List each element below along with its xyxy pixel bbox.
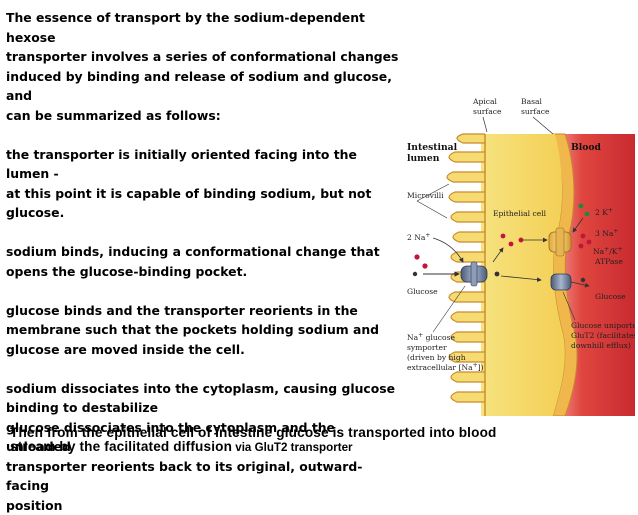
intestinal-lumen-label: Intestinal <box>407 142 458 153</box>
symporter-pointer <box>433 286 465 332</box>
paragraph-step-2: sodium binds, inducing a conformational … <box>6 242 401 281</box>
atpase-label-2: ATPase <box>594 257 623 266</box>
epithelial-cell-body <box>481 134 565 416</box>
paragraph-intro: The essence of transport by the sodium-d… <box>6 8 401 125</box>
paragraph-step-1: the transporter is initially oriented fa… <box>6 145 401 223</box>
glucose-molecule <box>495 272 500 277</box>
text-line: induced by binding and release of sodium… <box>6 67 401 106</box>
sodium-ion <box>501 234 506 239</box>
sodium-ion <box>509 242 514 247</box>
basal-surface-label-2: surface <box>521 107 550 116</box>
intestinal-lumen-label-2: lumen <box>407 153 440 164</box>
text-line: binding to destabilize <box>6 398 401 418</box>
sodium-in-label: 2 Na+ <box>407 232 430 242</box>
text-line: position <box>6 496 401 515</box>
text-line: the transporter is initially oriented fa… <box>6 145 401 184</box>
text-line: can be summarized as follows: <box>6 106 401 126</box>
footer-line-2: stream by the facilitated diffusion via … <box>10 440 630 455</box>
glucose-in-label: Glucose <box>407 287 438 296</box>
sodium-ion <box>587 240 592 245</box>
sodium-ion <box>422 263 427 268</box>
potassium-ion <box>585 212 590 217</box>
sodium-ion <box>414 254 419 259</box>
paragraph-step-4: sodium dissociates into the cytoplasm, c… <box>6 379 401 418</box>
microvilli-pointer-2 <box>417 201 447 218</box>
epithelial-cell-label: Epithelial cell <box>493 209 547 218</box>
text-line: transporter reorients back to its origin… <box>6 457 401 496</box>
apical-surface-label: Apical <box>472 97 498 106</box>
glucose-molecule <box>413 272 417 276</box>
footer-text: Then from the epithelial cell of intesti… <box>10 426 630 455</box>
transport-diagram: Apical surface Basal surface Intestinal … <box>403 94 635 416</box>
microvilli-label: Microvilli <box>407 191 444 200</box>
transport-diagram-svg: Apical surface Basal surface Intestinal … <box>403 94 635 416</box>
potassium-ion <box>579 204 584 209</box>
text-line: The essence of transport by the sodium-d… <box>6 8 401 47</box>
text-line: membrane such that the pockets holding s… <box>6 320 401 340</box>
symporter-label-4: extracellular [Na+]) <box>407 362 484 372</box>
text-line: opens the glucose-binding pocket. <box>6 262 401 282</box>
symporter-label-2: symporter <box>407 343 447 352</box>
basal-pointer <box>533 117 553 134</box>
footer-line-2-tail: via GluT2 transporter <box>232 441 352 454</box>
text-line: glucose are moved inside the cell. <box>6 340 401 360</box>
uniporter-label-2: GluT2 (facilitates <box>571 331 635 340</box>
paragraph-step-3: glucose binds and the transporter reorie… <box>6 301 401 360</box>
glut2-uniporter <box>551 274 571 290</box>
glucose-molecule <box>581 278 585 282</box>
sodium-ion <box>581 234 586 239</box>
footer-line-2-main: stream by the facilitated diffusion <box>10 439 232 454</box>
uniporter-label: Glucose uniporter <box>571 321 635 330</box>
glucose-out-label: Glucose <box>595 292 626 301</box>
footer-line-1: Then from the epithelial cell of intesti… <box>10 426 630 440</box>
apical-surface-label-2: surface <box>473 107 502 116</box>
blood-label: Blood <box>571 142 602 153</box>
apical-pointer <box>483 117 487 132</box>
basal-surface-label: Basal <box>521 97 543 106</box>
text-line: at this point it is capable of binding s… <box>6 184 401 204</box>
uniporter-label-3: downhill efflux) <box>571 341 631 350</box>
text-line: sodium binds, inducing a conformational … <box>6 242 401 262</box>
text-line: transporter involves a series of conform… <box>6 47 401 67</box>
symporter-label-3: (driven by high <box>407 353 466 362</box>
na-k-atpase-pump <box>549 228 571 256</box>
text-line: glucose. <box>6 203 401 223</box>
sodium-ion <box>579 244 584 249</box>
text-line: sodium dissociates into the cytoplasm, c… <box>6 379 401 399</box>
symporter-label: Na+ glucose <box>407 332 456 342</box>
text-line: glucose binds and the transporter reorie… <box>6 301 401 321</box>
sodium-ion <box>519 238 524 243</box>
